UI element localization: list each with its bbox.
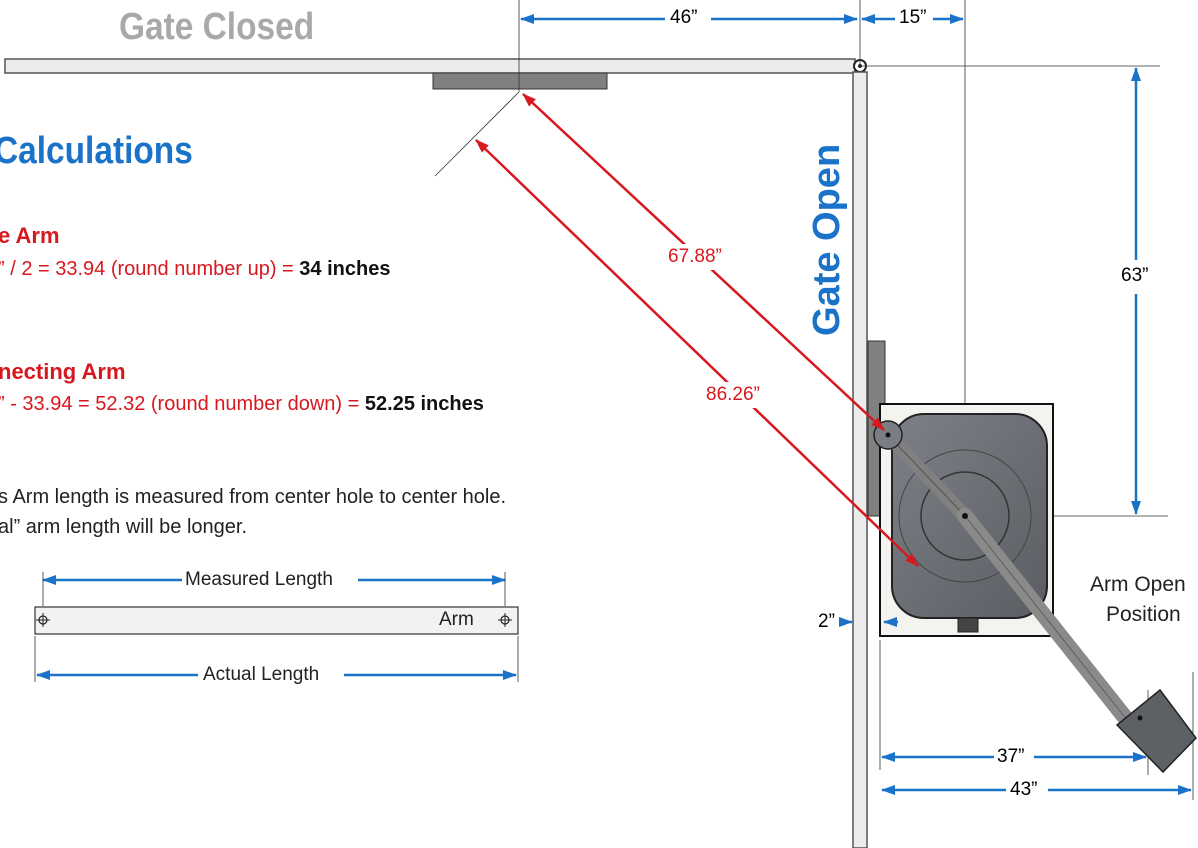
arm-bar [34, 606, 519, 635]
gate-arm-formula: ” / 2 = 33.94 (round number up) = 34 inc… [0, 258, 391, 280]
arm-open-position-line1: Arm Open [1090, 573, 1186, 596]
gate-arm-result: 34 inches [299, 258, 391, 280]
dim-2-label: 2” [818, 611, 835, 632]
arm-open-position-line2: Position [1106, 603, 1181, 626]
connecting-arm-result: 52.25 inches [364, 393, 484, 415]
closed-gate-bracket [432, 72, 608, 90]
note-line-1: s Arm length is measured from center hol… [0, 486, 507, 508]
open-gate-rail [852, 71, 868, 848]
note-line-2: al” arm length will be longer. [0, 516, 248, 538]
arm-label: Arm [439, 609, 474, 630]
closed-gate-rail [4, 58, 856, 74]
dim-15-label: 15” [899, 7, 927, 28]
dim-37-label: 37” [997, 746, 1025, 767]
dim-86-26-line [475, 139, 919, 567]
gate-open-heading: Gate Open [806, 143, 848, 336]
dim-46-label: 46” [670, 7, 698, 28]
operator-arm-end [1115, 688, 1197, 774]
dim-67-88-label: 67.88” [668, 246, 722, 267]
dim-63-label: 63” [1121, 265, 1149, 286]
measured-length-label: Measured Length [185, 569, 333, 590]
dim-86-26-label: 86.26” [706, 384, 760, 405]
gate-closed-heading: Gate Closed [119, 6, 315, 48]
actual-length-label: Actual Length [203, 664, 320, 685]
connecting-arm-formula: ” - 33.94 = 52.32 (round number down) = … [0, 393, 484, 415]
gate-arm-title: e Arm [0, 223, 60, 248]
calculations-heading: Calculations [0, 130, 193, 172]
connecting-arm-title: necting Arm [0, 359, 126, 384]
dim-43-label: 43” [1010, 779, 1038, 800]
